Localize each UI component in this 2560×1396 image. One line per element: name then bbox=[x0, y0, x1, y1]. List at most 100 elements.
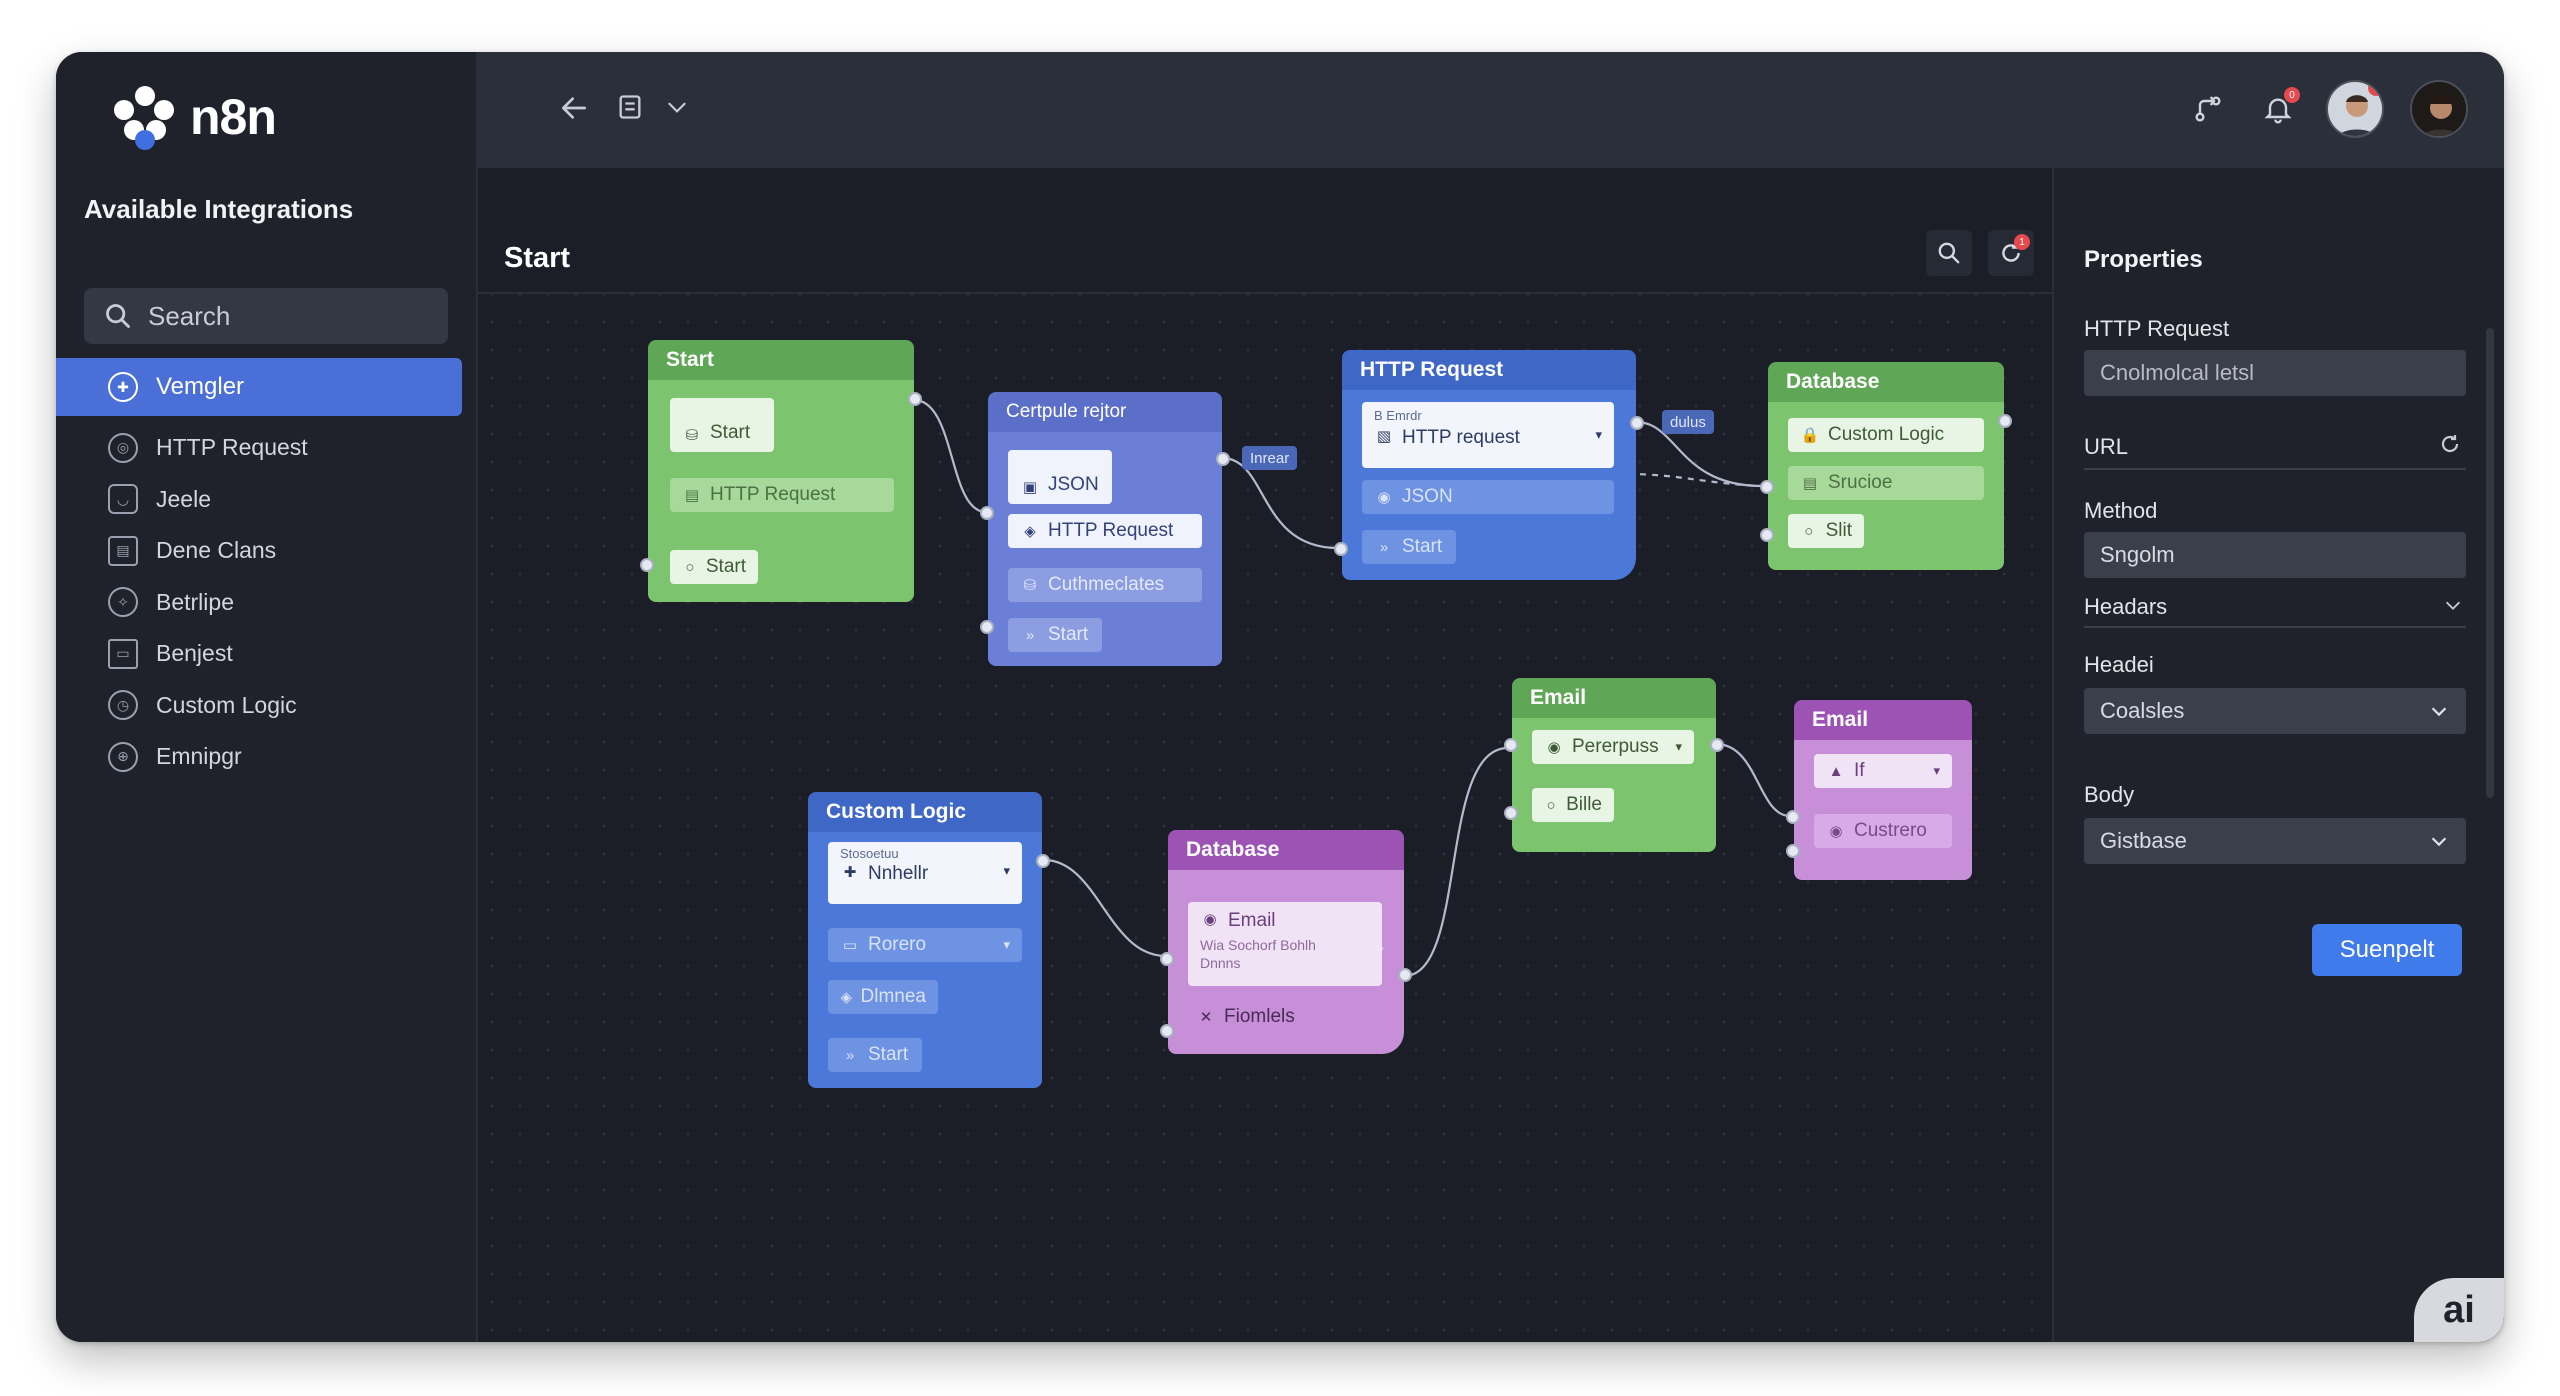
node-field[interactable]: ○Bille bbox=[1532, 788, 1614, 822]
bell-icon[interactable]: 0 bbox=[2256, 87, 2300, 131]
input-port[interactable] bbox=[1160, 952, 1174, 966]
search-input[interactable] bbox=[148, 300, 438, 332]
sidebar-item-custom-logic[interactable]: ◷ Custom Logic bbox=[56, 680, 462, 732]
node-field[interactable]: ◉Custrero bbox=[1814, 814, 1952, 848]
arrow-left-icon[interactable] bbox=[558, 92, 590, 132]
output-port[interactable] bbox=[1036, 854, 1050, 868]
sidebar-item-label: Emnipgr bbox=[156, 743, 242, 770]
node-custom-logic[interactable]: Custom Logic Stosoetuu ✚Nnhellr▾ ▭Rorero… bbox=[808, 792, 1050, 1088]
node-email[interactable]: Email ◉Pererpuss▾ ○Bille bbox=[1504, 678, 1724, 852]
node-field[interactable]: ◉JSON bbox=[1362, 480, 1614, 514]
node-title: Email bbox=[1512, 678, 1716, 718]
sidebar-item-benjest[interactable]: ▭ Benjest bbox=[56, 628, 462, 680]
canvas-title: Start bbox=[504, 242, 571, 274]
avatar[interactable]: 0 bbox=[2326, 80, 2384, 138]
node-field[interactable]: ○Slit bbox=[1788, 514, 1864, 548]
input-port[interactable] bbox=[640, 558, 654, 572]
chevron-down-icon[interactable] bbox=[2442, 594, 2464, 621]
node-field[interactable]: ◉Email Wia Sochorf Bohlh Dnnns bbox=[1188, 902, 1382, 986]
node-field[interactable]: ▤HTTP Request bbox=[670, 478, 894, 512]
plus-icon: ✚ bbox=[843, 864, 857, 881]
arrow-icon: » bbox=[1379, 538, 1389, 556]
input-port[interactable] bbox=[1504, 738, 1518, 752]
sidebar-item-vemgler[interactable]: ✚ Vemgler bbox=[56, 358, 462, 416]
node-field[interactable]: ▭Rorero▾ bbox=[828, 928, 1022, 962]
document-icon[interactable] bbox=[616, 92, 644, 130]
header-select[interactable]: Coalsles bbox=[2084, 688, 2466, 734]
calendar-icon: ▤ bbox=[108, 535, 138, 566]
output-port[interactable] bbox=[1998, 414, 2012, 428]
search-icon[interactable] bbox=[1926, 230, 1972, 276]
node-http-request[interactable]: HTTP Request B Emrdr ▧HTTP request▾ ◉JSO… bbox=[1334, 350, 1644, 580]
header-select-value: Coalsles bbox=[2100, 698, 2185, 723]
method-field[interactable]: Sngolm bbox=[2084, 532, 2466, 578]
output-port[interactable] bbox=[1710, 738, 1724, 752]
node-title: Database bbox=[1168, 830, 1404, 870]
node-field[interactable]: ▣JSON bbox=[1008, 450, 1112, 504]
body-select[interactable]: Gistbase bbox=[2084, 818, 2466, 864]
node-email[interactable]: Email ▲If▾ ◉Custrero bbox=[1786, 700, 1972, 880]
avatar[interactable] bbox=[2410, 80, 2468, 138]
edge-email1-email2 bbox=[1715, 742, 1791, 818]
input-port[interactable] bbox=[1760, 528, 1774, 542]
node-field[interactable]: ○Start bbox=[670, 550, 758, 584]
chevron-down-icon[interactable] bbox=[664, 92, 690, 130]
git-branch-icon[interactable] bbox=[2186, 87, 2230, 131]
refresh-icon[interactable] bbox=[2438, 432, 2462, 461]
search-icon bbox=[106, 304, 130, 328]
submit-button[interactable]: Suenpelt bbox=[2312, 924, 2462, 976]
smile-icon: ◡ bbox=[108, 484, 138, 515]
node-database[interactable]: Database 🔒Custom Logic ▤Srucioe ○Slit bbox=[1760, 362, 2012, 570]
input-port[interactable] bbox=[1760, 480, 1774, 494]
output-port[interactable] bbox=[1216, 452, 1230, 466]
input-port[interactable] bbox=[980, 506, 994, 520]
node-field[interactable]: ▲If▾ bbox=[1814, 754, 1952, 788]
refresh-badge: 1 bbox=[2014, 234, 2030, 250]
node-compute[interactable]: Certpule rejtor ▣JSON ◈HTTP Request ⛁Cut… bbox=[980, 392, 1230, 666]
scrollbar[interactable] bbox=[2486, 328, 2494, 798]
input-port[interactable] bbox=[1786, 810, 1800, 824]
node-field[interactable]: ◉Pererpuss▾ bbox=[1532, 730, 1694, 764]
node-field[interactable]: ⛁Start bbox=[670, 398, 774, 452]
node-field[interactable]: ◈Dlmnea bbox=[828, 980, 938, 1014]
node-field[interactable]: 🔒Custom Logic bbox=[1788, 418, 1984, 452]
node-field[interactable]: B Emrdr ▧HTTP request▾ bbox=[1362, 402, 1614, 468]
workflow-canvas[interactable]: Start 1 Inrear du bbox=[478, 168, 2052, 1342]
ai-assistant-button[interactable]: ai bbox=[2414, 1278, 2504, 1342]
input-port[interactable] bbox=[1160, 1024, 1174, 1038]
input-port[interactable] bbox=[1334, 542, 1348, 556]
http-request-field[interactable]: Cnolmolcal letsl bbox=[2084, 350, 2466, 396]
node-start[interactable]: Start ⛁Start ▤HTTP Request ○Start bbox=[640, 340, 922, 602]
output-port[interactable] bbox=[908, 392, 922, 406]
node-title: Start bbox=[648, 340, 914, 380]
sidebar-item-dene-clans[interactable]: ▤ Dene Clans bbox=[56, 525, 462, 577]
node-database[interactable]: Database ◉Email Wia Sochorf Bohlh Dnnns … bbox=[1160, 830, 1412, 1054]
chevron-down-icon[interactable]: ⌄ bbox=[1372, 936, 1388, 956]
image-icon: ▧ bbox=[1376, 428, 1392, 445]
input-port[interactable] bbox=[980, 620, 994, 634]
refresh-icon[interactable]: 1 bbox=[1988, 230, 2034, 276]
sidebar-item-jeele[interactable]: ◡ Jeele bbox=[56, 474, 462, 526]
input-port[interactable] bbox=[1504, 806, 1518, 820]
header-label: Headei bbox=[2084, 652, 2154, 677]
node-field[interactable]: »Start bbox=[1008, 618, 1102, 652]
node-field[interactable]: ⛁Cuthmeclates bbox=[1008, 568, 1202, 602]
node-field[interactable]: ✕Fiomlels bbox=[1184, 1000, 1314, 1034]
node-field[interactable]: ▤Srucioe bbox=[1788, 466, 1984, 500]
node-field[interactable]: »Start bbox=[1362, 530, 1456, 564]
input-port[interactable] bbox=[1786, 844, 1800, 858]
search-box[interactable] bbox=[84, 288, 448, 344]
headers-label[interactable]: Headars bbox=[2084, 594, 2168, 619]
output-port[interactable] bbox=[1398, 968, 1412, 982]
output-port[interactable] bbox=[1630, 416, 1644, 430]
file-icon: ▣ bbox=[1022, 479, 1038, 496]
node-field[interactable]: ◈HTTP Request bbox=[1008, 514, 1202, 548]
body-label: Body bbox=[2084, 782, 2135, 807]
sidebar-item-betrlipe[interactable]: ✧ Betrlipe bbox=[56, 577, 462, 629]
node-field[interactable]: »Start bbox=[828, 1038, 922, 1072]
sidebar-item-label: Jeele bbox=[156, 485, 211, 512]
node-field[interactable]: Stosoetuu ✚Nnhellr▾ bbox=[828, 842, 1022, 904]
sidebar-item-http-request[interactable]: ◎ HTTP Request bbox=[56, 422, 462, 474]
url-label: URL bbox=[2084, 434, 2129, 459]
sidebar-item-emnipgr[interactable]: ⊕ Emnipgr bbox=[56, 731, 462, 783]
